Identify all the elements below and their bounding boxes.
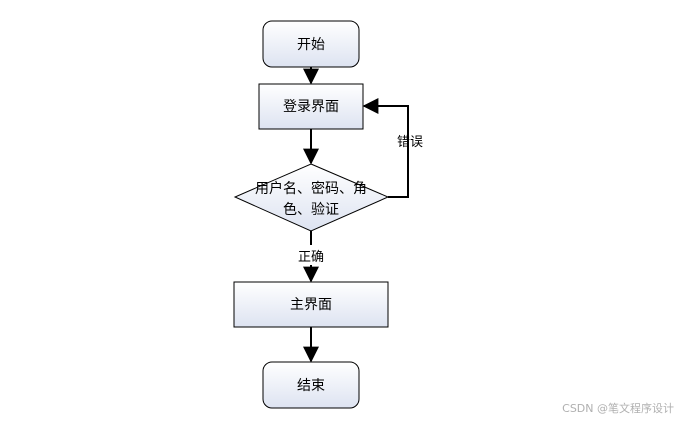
login-node: 登录界面 — [258, 83, 364, 130]
edge-error-loop — [362, 98, 409, 198]
end-node: 结束 — [262, 361, 360, 409]
watermark-text: CSDN @笔文程序设计 — [562, 401, 674, 415]
correct-label-bg — [294, 245, 328, 265]
correct-label: 正确 — [298, 250, 324, 265]
end-label: 结束 — [297, 378, 325, 394]
credential-check-decision: 用户名、密码、角 色、验证 — [233, 163, 390, 232]
login-label: 登录界面 — [283, 99, 339, 115]
decision-label-line1: 用户名、密码、角 — [255, 180, 367, 197]
main-node: 主界面 — [233, 281, 389, 328]
start-node: 开始 — [262, 20, 360, 68]
decision-label-line2: 色、验证 — [283, 201, 339, 218]
error-label: 错误 — [397, 135, 423, 150]
main-label: 主界面 — [290, 297, 332, 313]
start-label: 开始 — [297, 37, 325, 53]
